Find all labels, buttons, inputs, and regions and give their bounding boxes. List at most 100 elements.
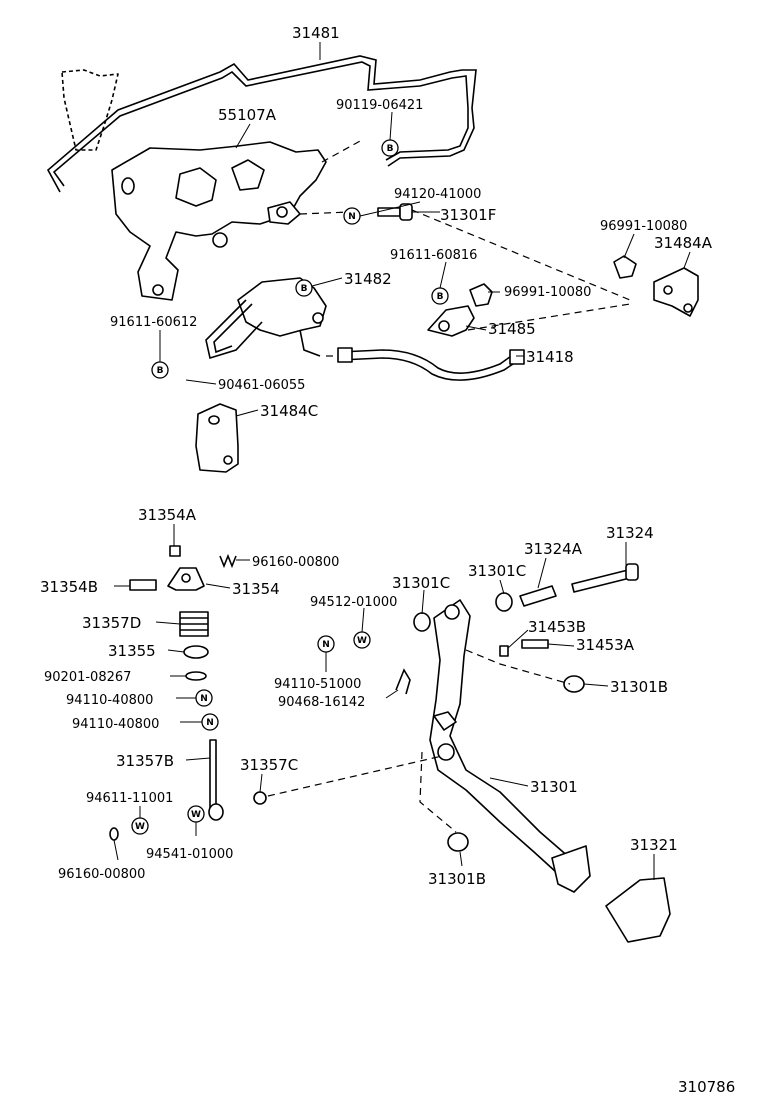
- alignment-line: [321, 139, 363, 163]
- label-31357B: 31357B: [116, 752, 174, 770]
- label-31301C-a: 31301C: [392, 574, 450, 592]
- label-31485: 31485: [488, 320, 536, 338]
- label-31301: 31301: [530, 778, 578, 796]
- spring-96160-00800-a: [219, 553, 237, 569]
- label-31484C: 31484C: [260, 402, 318, 420]
- alignment-line: [267, 755, 443, 797]
- bracket-31484C: [195, 403, 239, 473]
- diagram-id: 310786: [678, 1078, 735, 1096]
- label-90468-16142: 90468-16142: [278, 695, 365, 710]
- spring-90468-16142: [395, 668, 411, 695]
- bolt-badge: B: [151, 361, 169, 379]
- bolt-31354B: [129, 579, 157, 591]
- label-31301B-b: 31301B: [428, 870, 486, 888]
- label-31453A: 31453A: [576, 636, 635, 654]
- label-31301F: 31301F: [440, 206, 496, 224]
- label-94120-41000: 94120-41000: [394, 187, 481, 202]
- clip-96160-00800-b: [109, 827, 119, 841]
- svg-text:W: W: [135, 822, 145, 832]
- svg-text:B: B: [437, 292, 444, 302]
- label-94110-40800-a: 94110-40800: [66, 693, 153, 708]
- svg-text:N: N: [200, 694, 208, 704]
- label-31354B: 31354B: [40, 578, 98, 596]
- alignment-line: [467, 303, 631, 331]
- pin-31324A: [519, 585, 557, 607]
- nut-badge: N: [201, 713, 219, 731]
- label-31418: 31418: [526, 348, 574, 366]
- label-31301C-b: 31301C: [468, 562, 526, 580]
- alignment-line: [419, 751, 457, 833]
- svg-text:N: N: [348, 212, 356, 222]
- label-94110-51000: 94110-51000: [274, 677, 361, 692]
- clevis-31354: [167, 567, 205, 591]
- label-31355: 31355: [108, 642, 156, 660]
- label-31482: 31482: [344, 270, 392, 288]
- label-31324A: 31324A: [524, 540, 583, 558]
- label-94512-01000: 94512-01000: [310, 595, 397, 610]
- label-31324: 31324: [606, 524, 654, 542]
- washer-badge: W: [353, 631, 371, 649]
- label-96991-10080-a: 96991-10080: [600, 219, 687, 234]
- part-number-labels: 31481 55107A 90119-06421 94120-41000 313…: [40, 24, 735, 1096]
- svg-text:B: B: [301, 284, 308, 294]
- label-90461-06055: 90461-06055: [218, 378, 305, 393]
- label-31354A: 31354A: [138, 506, 197, 524]
- clutch-pedal-arm-31301: [429, 599, 591, 893]
- label-31321: 31321: [630, 836, 678, 854]
- alignment-line: [465, 649, 571, 685]
- bushing-31301C-a: [413, 612, 431, 632]
- washer-badge: W: [187, 805, 205, 823]
- clip-96991-10080-a: [613, 255, 637, 279]
- label-94541-01000: 94541-01000: [146, 847, 233, 862]
- bracket-31484A: [653, 267, 699, 317]
- svg-text:N: N: [322, 640, 330, 650]
- label-31453B: 31453B: [528, 618, 586, 636]
- bolt-badge: B: [295, 279, 313, 297]
- svg-text:B: B: [157, 366, 164, 376]
- bracket-31485: [427, 305, 475, 337]
- pedal-pad-31321: [605, 877, 671, 943]
- clip-96991-10080-b: [469, 283, 493, 307]
- bushing-31301B-a: [563, 675, 585, 693]
- alignment-line: [411, 209, 631, 301]
- label-96160-00800-a: 96160-00800: [252, 555, 339, 570]
- bolt-badge: B: [431, 287, 449, 305]
- spring-31357D: [179, 611, 209, 637]
- label-31357C: 31357C: [240, 756, 298, 774]
- label-90119-06421: 90119-06421: [336, 98, 423, 113]
- push-rod-31357B: [208, 739, 224, 821]
- nut-31354A: [169, 545, 181, 557]
- seat-31355: [183, 645, 209, 659]
- leader-lines: [113, 42, 691, 880]
- svg-text:N: N: [206, 718, 214, 728]
- bolt-31324: [571, 563, 639, 593]
- label-94110-40800-b: 94110-40800: [72, 717, 159, 732]
- nut-badge: N: [343, 207, 361, 225]
- nut-badge: N: [317, 635, 335, 653]
- label-96160-00800-b: 96160-00800: [58, 867, 145, 882]
- label-90201-08267: 90201-08267: [44, 670, 131, 685]
- label-94611-11001: 94611-11001: [86, 791, 173, 806]
- clutch-line-pipe-31481: [46, 55, 477, 193]
- bolt-badge: B: [381, 139, 399, 157]
- label-91611-60612: 91611-60612: [110, 315, 197, 330]
- label-91611-60816: 91611-60816: [390, 248, 477, 263]
- bolt-31453A: [521, 639, 549, 649]
- label-31301B-a: 31301B: [610, 678, 668, 696]
- bushing-31301C-b: [495, 592, 513, 612]
- label-31354: 31354: [232, 580, 280, 598]
- alignment-line: [299, 211, 351, 215]
- pedal-bracket-55107A: [111, 141, 327, 301]
- svg-text:W: W: [357, 636, 367, 646]
- svg-text:B: B: [387, 144, 394, 154]
- label-55107A: 55107A: [218, 106, 277, 124]
- clevis-pin-31357C: [253, 791, 267, 805]
- flexible-hose-31418: [337, 347, 525, 381]
- label-31481: 31481: [292, 24, 340, 42]
- bushing-31301B-b: [447, 832, 469, 852]
- clip-90201-08267: [185, 671, 207, 681]
- label-96991-10080-b: 96991-10080: [504, 285, 591, 300]
- svg-text:W: W: [191, 810, 201, 820]
